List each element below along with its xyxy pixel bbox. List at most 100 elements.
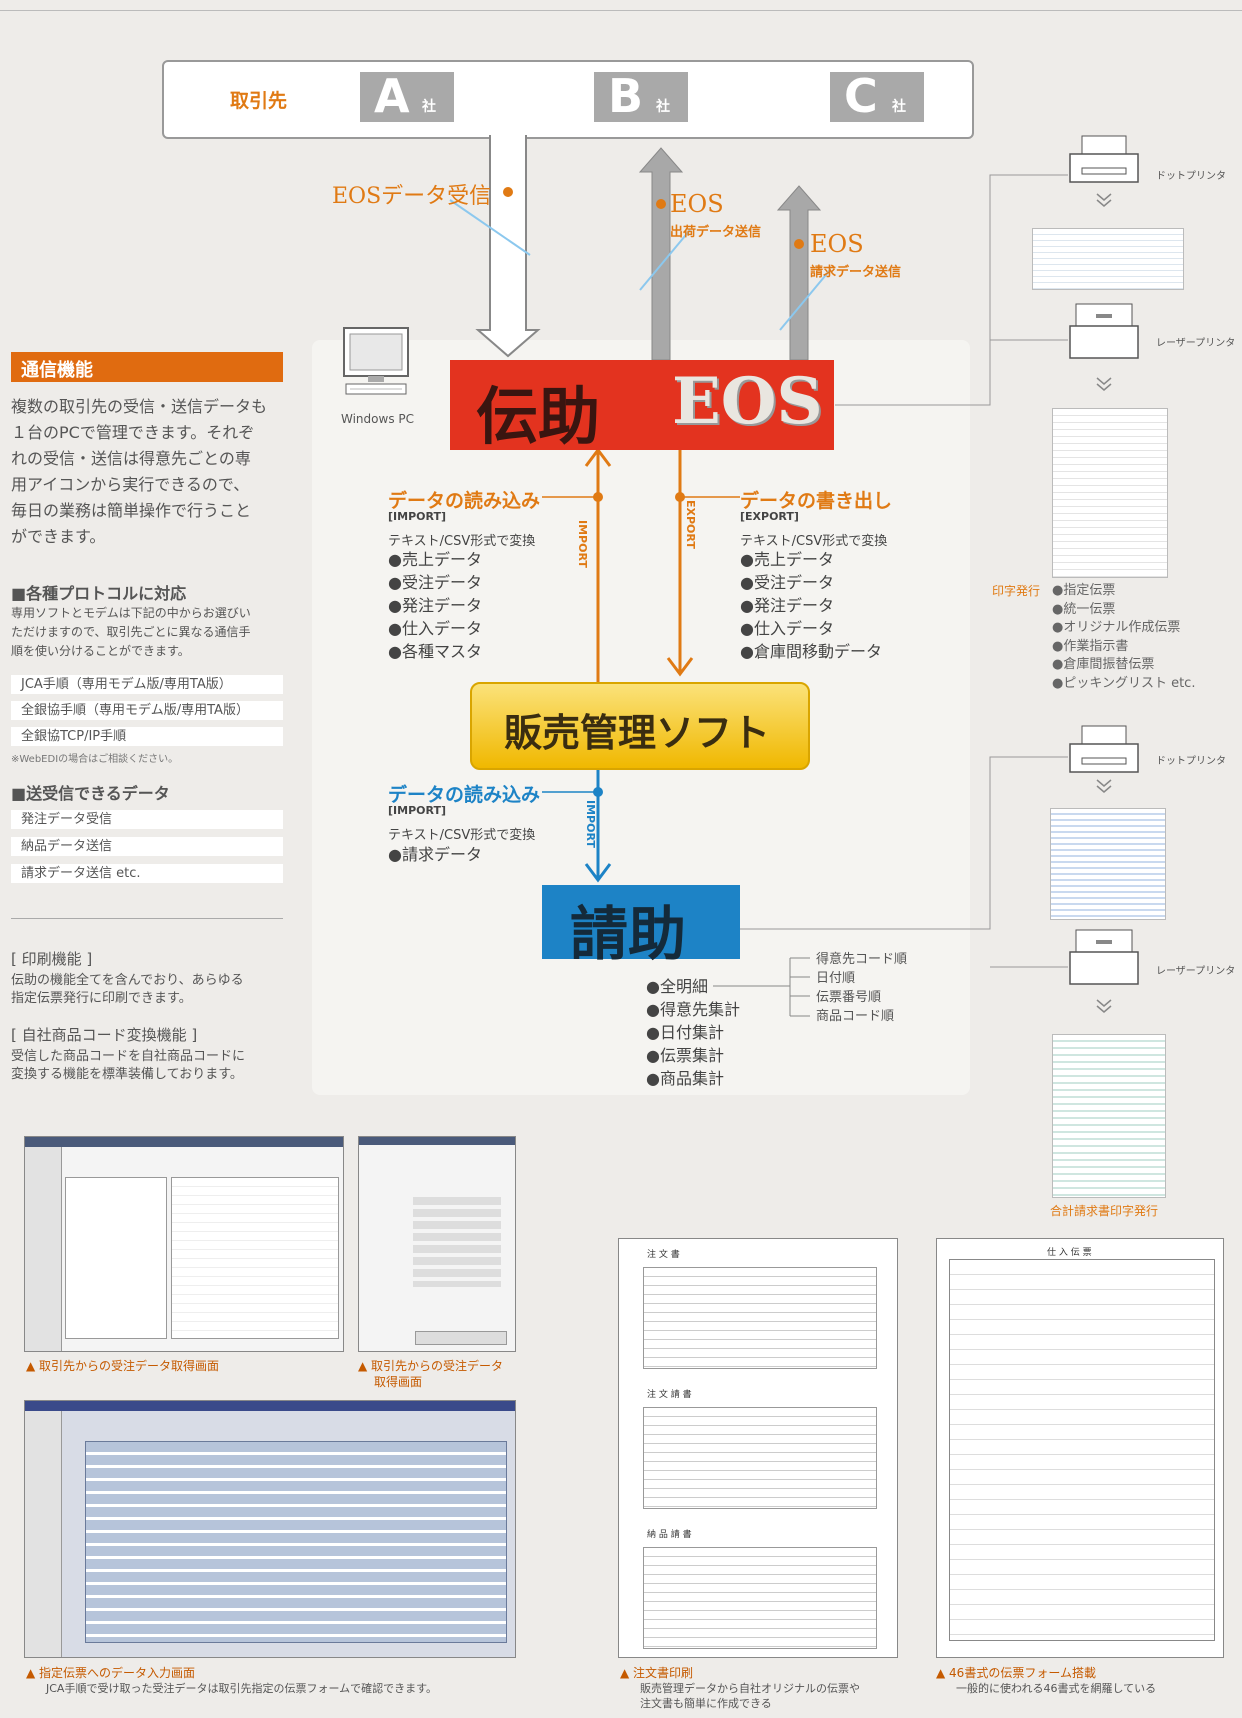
company-suffix: 社 — [892, 99, 906, 115]
eos-bill-sub: 請求データ送信 — [810, 265, 902, 280]
export1-sub: [EXPORT] — [740, 510, 799, 523]
import1-title: データの読み込み — [388, 490, 541, 512]
dot-marker — [503, 187, 513, 197]
printer-icon — [1069, 725, 1139, 773]
export1-list: ●売上データ ●受注データ ●発注データ ●仕入データ ●倉庫間移動データ — [740, 548, 882, 663]
doc-title: 注 文 書 — [647, 1250, 680, 1260]
code-title: [ 自社商品コード変換機能 ] — [11, 1026, 198, 1044]
list-item: ●統一伝票 — [1052, 601, 1116, 617]
chevron-down-icon — [1096, 193, 1112, 207]
form-title: 仕 入 伝 票 — [1047, 1248, 1092, 1258]
body-line: １台のPCで管理できます。それぞ — [11, 423, 255, 442]
list-item: ●ピッキングリスト etc. — [1052, 675, 1196, 691]
list-item: 日付順 — [816, 971, 856, 986]
screen-caption-1: ▲ 取引先からの受注データ取得画面 — [26, 1359, 220, 1373]
list-item: ●売上データ — [388, 550, 482, 569]
accent-line — [449, 199, 531, 256]
list-item: ●発注データ — [740, 596, 834, 615]
body-line: れの受信・送信は得意先ごとの専 — [11, 449, 251, 468]
screen-caption-2a: ▲ 取引先からの受注データ — [358, 1359, 504, 1373]
print-title: [ 印刷機能 ] — [11, 950, 93, 968]
printer-connector-top — [835, 174, 1068, 406]
screen-caption-5: ▲ 46書式の伝票フォーム搭載 — [936, 1666, 1096, 1680]
densuke-eos-title: EOS — [672, 364, 823, 439]
list-item: ●仕入データ — [388, 619, 482, 638]
laser-printer-label: レーザープリンタ — [1156, 338, 1236, 349]
pc-label: Windows PC — [341, 412, 414, 426]
list-item: ●オリジナル作成伝票 — [1052, 620, 1181, 635]
order-sheet-thumb: 注 文 書 注 文 請 書 納 品 請 書 — [618, 1238, 898, 1658]
printer-connector-bottom — [740, 756, 1068, 968]
hanbai-box: 販売管理ソフト — [470, 682, 810, 770]
printer-icon — [1069, 929, 1139, 985]
import1-sub: [IMPORT] — [388, 510, 446, 523]
bill-caption: 合計請求書印字発行 — [1050, 1204, 1159, 1218]
webedi-note: ※WebEDIの場合はご相談ください。 — [11, 754, 179, 765]
body-line: 伝助の機能全てを含んでおり、あらゆる — [11, 973, 244, 988]
body-line: 受信した商品コードを自社商品コードに — [11, 1049, 246, 1064]
list-item: 得意先コード順 — [816, 952, 908, 967]
seisuke-title: 請助 — [570, 900, 687, 968]
dot-print-sample — [1032, 228, 1184, 290]
comm-title: 通信機能 — [21, 360, 93, 381]
list-item: ●作業指示書 — [1052, 638, 1129, 654]
body-line: ただけますので、取引先ごとに異なる通信手 — [11, 625, 251, 639]
protocol-item: JCA手順（専用モデム版/専用TA版） — [11, 675, 283, 694]
densuke-eos-box: 伝助 EOS — [450, 360, 834, 453]
accent-line — [639, 229, 691, 291]
import1-conv: テキスト/CSV形式で変換 — [388, 534, 536, 549]
list-item: ●発注データ — [388, 596, 482, 615]
body-line: 毎日の業務は簡単操作で行うこと — [11, 501, 252, 520]
company-suffix: 社 — [422, 99, 436, 115]
seisuke-box: 請助 — [542, 885, 740, 968]
list-item: ●倉庫間振替伝票 — [1052, 657, 1155, 672]
import2-arrow-head — [584, 863, 612, 883]
densuke-title: 伝助 — [476, 380, 601, 453]
data-item: 納品データ送信 — [11, 837, 283, 856]
list-item: ●売上データ — [740, 550, 834, 569]
body-line: ができます。 — [11, 527, 106, 546]
list-item: ●全明細 — [646, 977, 708, 996]
data-item: 請求データ送信 etc. — [11, 864, 283, 883]
list-item: ●各種マスタ — [388, 642, 482, 661]
import2-arrow-label: IMPORT — [584, 800, 597, 848]
list-item: ●請求データ — [388, 845, 482, 864]
export1-arrow-label: EXPORT — [684, 500, 697, 549]
bill-print-sample — [1052, 1034, 1166, 1198]
sort-bracket — [713, 957, 810, 1017]
bill-arrow — [776, 185, 822, 361]
list-item: ●受注データ — [740, 573, 834, 592]
list-item: ●伝票集計 — [646, 1046, 724, 1065]
chevron-down-icon — [1096, 377, 1112, 391]
screen-thumb-1 — [24, 1136, 344, 1352]
dot-printer-label-2: ドットプリンタ — [1156, 756, 1226, 767]
dot-marker — [656, 199, 666, 209]
body-line: 変換する機能を標準装備しております。 — [11, 1067, 243, 1082]
doc-title: 納 品 請 書 — [647, 1530, 692, 1540]
dot-printer-label: ドットプリンタ — [1156, 171, 1226, 182]
screen-caption-2b: 取得画面 — [374, 1375, 423, 1389]
export-arrow-head — [666, 657, 694, 677]
list-item: ●指定伝票 — [1052, 583, 1116, 598]
import-arrow-head — [584, 447, 612, 467]
export1-conv: テキスト/CSV形式で変換 — [740, 534, 888, 549]
body-line: 指定伝票発行に印刷できます。 — [11, 991, 192, 1006]
laser-print-sample — [1052, 408, 1168, 578]
print-body: 伝助の機能全てを含んでおり、あらゆる 指定伝票発行に印刷できます。 — [11, 972, 244, 1008]
company-suffix: 社 — [656, 99, 670, 115]
list-item: ●日付集計 — [646, 1023, 724, 1042]
import2-title: データの読み込み — [388, 784, 541, 806]
eos-ship-label: EOS — [670, 190, 724, 218]
comm-body: 複数の取引先の受信・送信データも １台のPCで管理できます。それぞ れの受信・送… — [11, 394, 267, 550]
screen-thumb-2 — [358, 1136, 516, 1352]
list-item: ●仕入データ — [740, 619, 834, 638]
proto-title: ■各種プロトコルに対応 — [11, 584, 187, 603]
eos-bill-label: EOS — [810, 230, 864, 258]
ship-arrow — [638, 147, 684, 361]
list-item: ●倉庫間移動データ — [740, 642, 882, 661]
body-line: 順を使い分けることができます。 — [11, 644, 190, 658]
print-issue-label: 印字発行 — [992, 584, 1041, 598]
right-printers — [1069, 135, 1139, 1013]
list-item: ●受注データ — [388, 573, 482, 592]
